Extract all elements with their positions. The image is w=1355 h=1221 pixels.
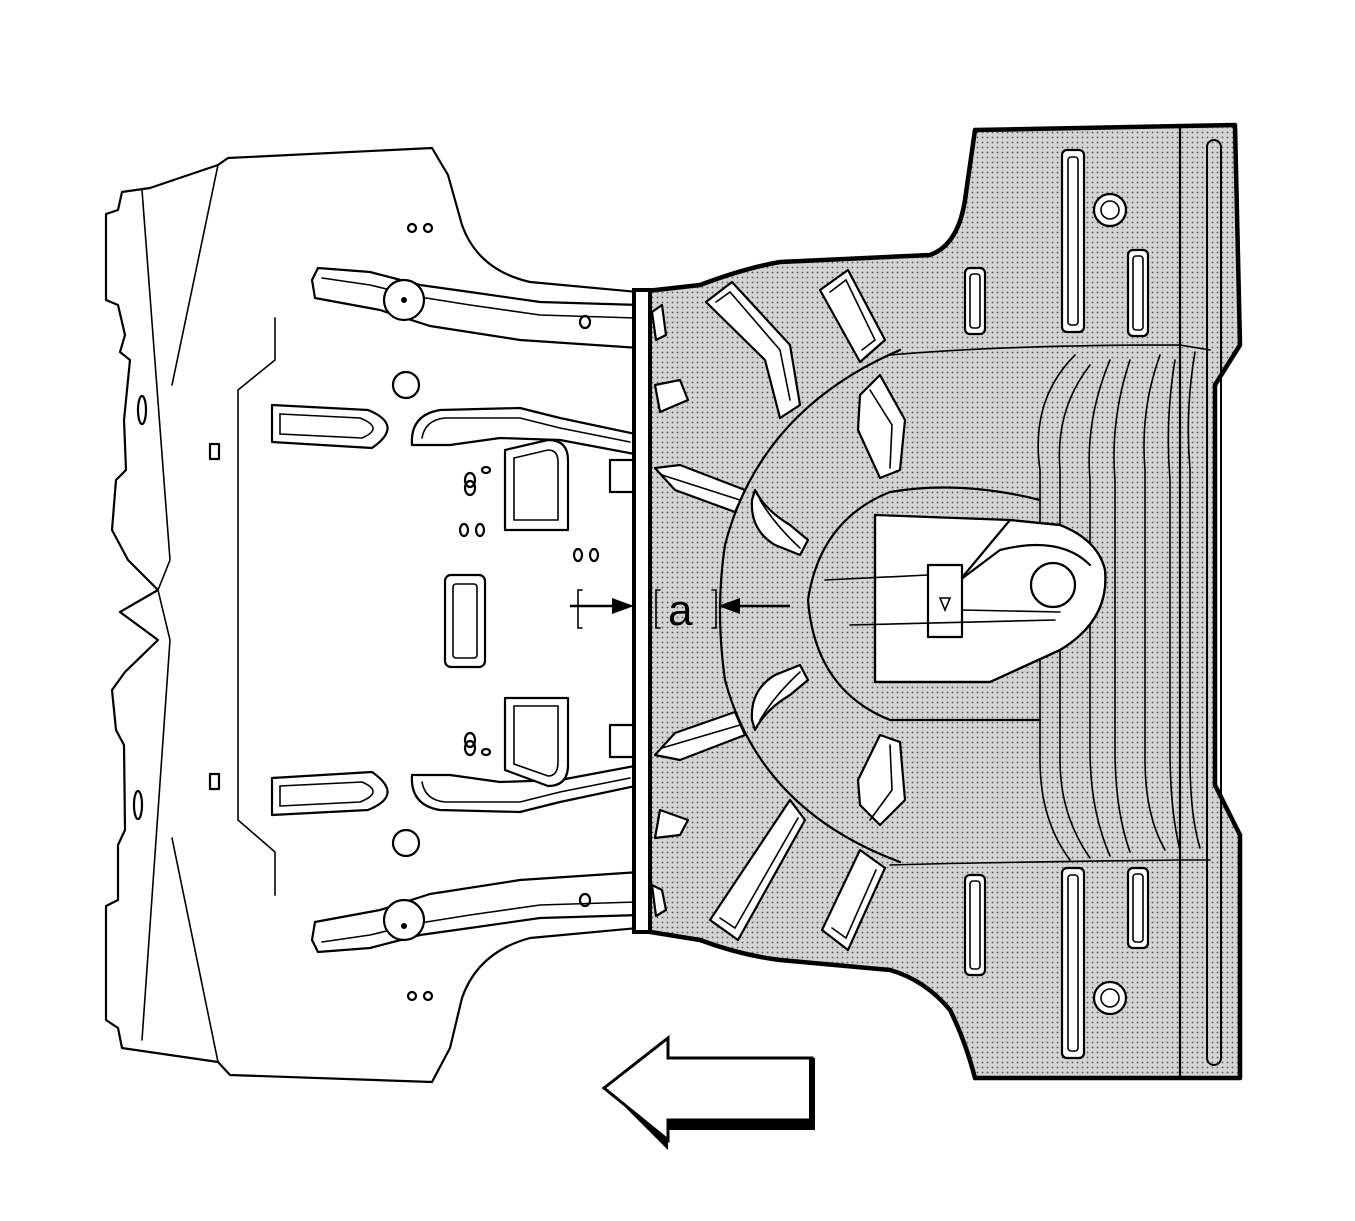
bracket-hole: [1029, 561, 1077, 609]
lower-rail: [310, 870, 642, 954]
rear-round-hole-inner: [1100, 988, 1120, 1008]
pocket-inner: [279, 781, 374, 807]
center-slot: [443, 573, 487, 669]
front-flange-line: [141, 189, 171, 1041]
center-slot-inner: [452, 583, 478, 659]
latch-block: [926, 563, 964, 639]
pocket-inner: [513, 705, 559, 777]
seam-bar: [632, 288, 652, 934]
rail-bolt-center: [401, 923, 407, 929]
upper-rail-inner: [321, 277, 637, 319]
callout-bracket-right: [711, 589, 717, 629]
flange-slot: [208, 772, 221, 791]
rear-edge-channel: [1206, 139, 1222, 1066]
front-direction-arrow-icon: [601, 1034, 815, 1150]
center-bracket-outline: [873, 513, 1107, 684]
callout-bracket-left: [577, 589, 583, 629]
bracket-line: [961, 609, 1061, 613]
spare-tire-well: [718, 348, 902, 864]
rear-rib-pockets: [650, 268, 907, 952]
cross-line: [889, 344, 1211, 356]
bracket-line: [849, 619, 1056, 626]
inward-double-arrow-icon: [570, 598, 790, 614]
rear-slots: [963, 148, 1150, 1060]
front-flange-line-upper: [171, 164, 219, 386]
upper-rail: [310, 266, 642, 350]
front-flange-line-lower: [171, 837, 219, 1063]
rail-bolt-center: [401, 297, 407, 303]
latch-key-icon: [938, 597, 952, 613]
round-hole: [391, 828, 421, 858]
lower-pocket-left: [270, 770, 389, 817]
lower-rect-pocket: [503, 696, 570, 788]
rear-round-hole: [1092, 192, 1128, 228]
callout-label: a: [668, 586, 693, 635]
front-floor-inner-outline: [237, 317, 276, 896]
pocket-inner: [421, 417, 631, 443]
pocket-inner: [279, 413, 374, 439]
callout-bracket-mid: [655, 589, 661, 629]
spare-tire-well-inner: [806, 486, 1042, 722]
bracket-line: [824, 574, 929, 581]
flange-hole: [132, 789, 144, 821]
front-floor-panel: [104, 146, 642, 1084]
small-holes: [406, 222, 600, 1002]
rear-round-hole: [1092, 980, 1128, 1016]
rail-bolt: [382, 898, 426, 942]
measurement-callout: a: [570, 586, 790, 635]
pocket-inner: [421, 777, 631, 803]
bracket-top: [958, 543, 1092, 582]
upper-pocket-right: [410, 406, 642, 457]
lower-rail-inner: [321, 901, 637, 943]
pocket-inner: [513, 449, 559, 521]
round-hole: [391, 370, 421, 400]
rear-floor-panel: [632, 122, 1243, 1081]
upper-pocket-left: [270, 403, 389, 450]
flange-slot: [208, 442, 221, 461]
front-floor-outline: [104, 146, 640, 1084]
upper-rect-pocket: [503, 438, 570, 532]
flange-hole: [136, 394, 148, 426]
cross-line: [889, 859, 1211, 866]
rear-round-hole-inner: [1100, 200, 1120, 220]
